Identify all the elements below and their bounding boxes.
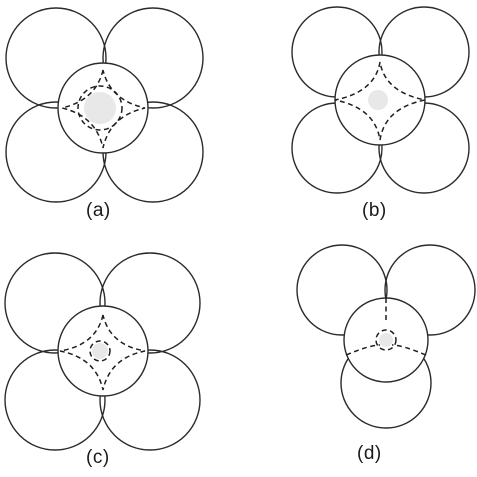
dashed-boundary-right [391,344,427,356]
dashed-boundary [59,314,146,391]
lobe-top-right [102,7,204,109]
dashed-boundary [334,61,426,141]
panel-label-b: (b) [362,200,387,221]
lobe-top-right [99,252,201,354]
lobe-top-left [5,7,107,109]
lobe-top-right [384,244,476,336]
stipple-core [379,333,393,347]
lobe-top-left [4,252,106,354]
panel-c-diagram [4,252,201,451]
stipple-core [84,92,116,124]
lobe-bottom-right [99,349,201,451]
panel-label-c: (c) [86,447,110,468]
central-circle [57,305,149,397]
panel-label-d: (d) [357,443,382,464]
stipple-core [368,90,388,110]
lobe-bottom-left [4,349,106,451]
dashed-boundary [61,69,146,149]
panel-a-diagram [5,7,204,203]
central-circle [57,62,149,154]
panel-label-a: (a) [86,200,111,221]
dashed-boundary-left [345,344,381,356]
panel-b-diagram [291,6,470,194]
dashed-core [375,329,397,351]
dashed-core [89,340,111,362]
lobe-top-left [296,244,388,336]
stipple-core [92,343,108,359]
dashed-core [77,85,123,131]
panel-d-diagram [296,244,476,429]
